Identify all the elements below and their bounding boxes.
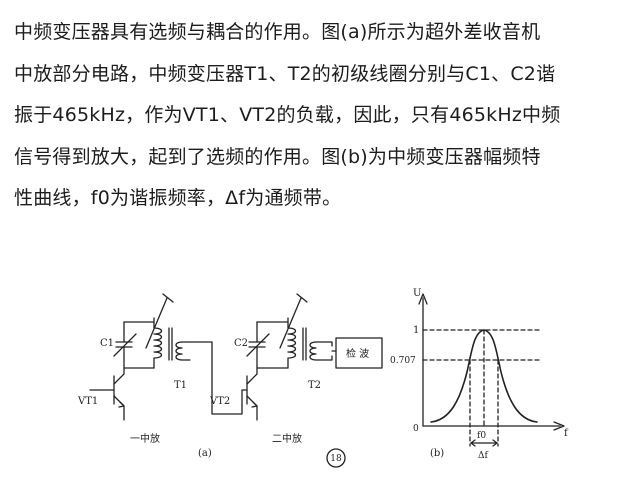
stage2-label: 二中放	[272, 432, 302, 445]
detector-label: 检 波	[346, 347, 369, 360]
vt2-label: VT2	[209, 396, 230, 407]
figure-number: 18	[330, 454, 342, 464]
caption-a: (a)	[198, 448, 212, 459]
origin-label: 0	[413, 424, 419, 434]
paragraph-line-4: 信号得到放大，起到了选频的作用。图(b)为中频变压器幅频特	[14, 145, 541, 168]
t2-label: T2	[308, 380, 321, 391]
figure: C1 T1 VT1 C2 T2 VT2 检 波 一中放 二中放 (a) 18 U…	[70, 276, 630, 483]
c1-label: C1	[100, 338, 114, 349]
stage1-label: 一中放	[130, 432, 160, 445]
t1-label: T1	[174, 380, 187, 391]
paragraph-line-3: 振于465kHz，作为VT1、VT2的负载，因此，只有465kHz中频	[14, 104, 561, 126]
paragraph-line-5: 性曲线，f0为谐振频率，Δf为通频带。	[14, 187, 342, 209]
tick-0707: 0.707	[390, 356, 416, 366]
vt1-transistor	[89, 367, 125, 421]
vt1-label: VT1	[77, 396, 98, 407]
response-plot	[418, 293, 565, 447]
caption-b: (b)	[430, 448, 444, 459]
tick-1: 1	[413, 325, 419, 336]
vt2-transistor	[241, 367, 258, 421]
figure-drawing: C1 T1 VT1 C2 T2 VT2 检 波 一中放 二中放 (a) 18 U…	[77, 288, 569, 468]
stage2-tank	[246, 293, 337, 369]
y-axis-label: U	[413, 288, 421, 299]
figure-number-circle	[326, 448, 346, 468]
f0-label: f0	[477, 431, 486, 441]
article-text: 中频变压器具有选频与耦合的作用。图(a)所示为超外差收音机 中放部分电路，中频变…	[14, 12, 632, 220]
c2-label: C2	[234, 338, 248, 349]
detector-box	[335, 337, 383, 369]
paragraph-line-2: 中放部分电路，中频变压器T1、T2的初级线圈分别与C1、C2谐	[14, 62, 556, 85]
x-axis-label: f	[564, 428, 569, 439]
paragraph-line-1: 中频变压器具有选频与耦合的作用。图(a)所示为超外差收音机	[14, 21, 541, 43]
delta-f-label: Δf	[478, 451, 488, 461]
